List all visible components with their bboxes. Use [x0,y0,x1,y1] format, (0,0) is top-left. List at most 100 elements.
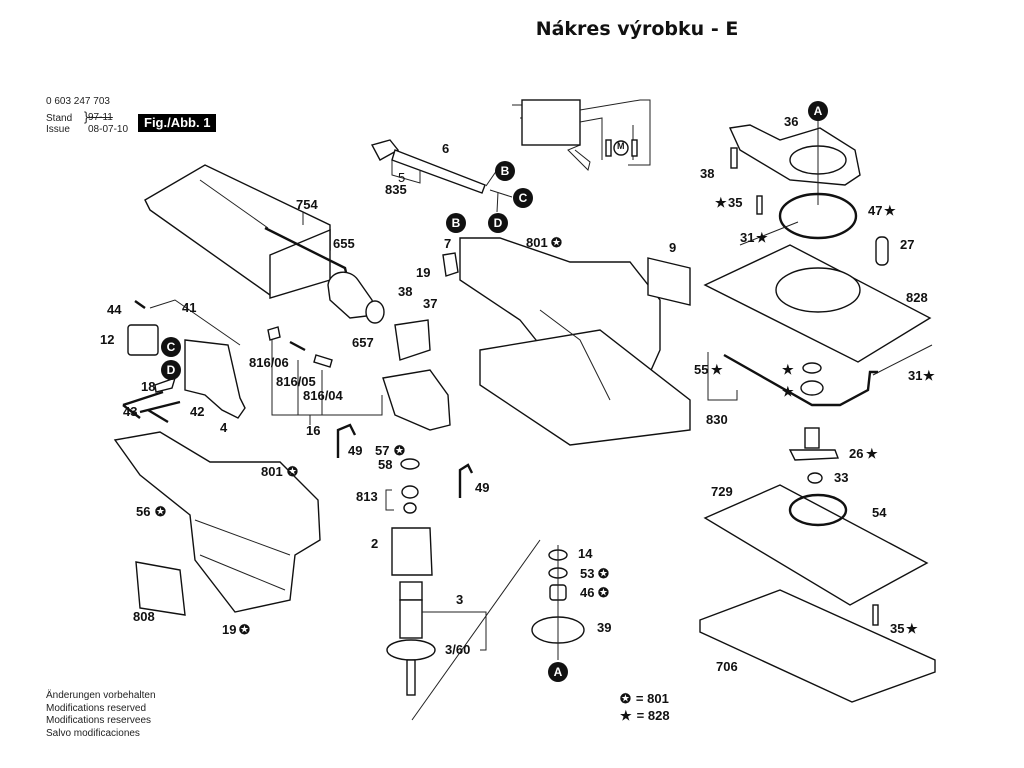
suppressor [394,319,431,361]
gear-stack [411,539,585,721]
label-816-05: 816/05 [276,374,316,389]
label-3-60: 3/60 [445,642,471,657]
callout-a-top: A [808,101,828,121]
note-de: Änderungen vorbehalten [46,690,156,701]
label-58: 58 [378,457,393,472]
callout-c-cable: C [513,188,533,208]
label-655: 655 [333,236,355,251]
label-16: 16 [306,423,321,438]
eccentric [788,427,839,484]
label-36: 36 [784,114,799,129]
star-icon: ★ [620,708,632,723]
label-4: 4 [220,420,228,435]
figure-badge: Fig./Abb. 1 [138,114,217,132]
wiring-schematic [512,99,651,171]
label-49-left: 49 [348,443,363,458]
label-729: 729 [711,484,733,499]
modification-notes: Änderungen vorbehalten Modifications res… [46,690,156,740]
label-35-bottom: 35 [890,621,905,636]
label-657: 657 [352,335,374,350]
washer [802,362,822,374]
screw-35a [756,195,763,215]
rear-housing [113,431,321,613]
callout-a-bottom: A [548,662,568,682]
circle-star-icon: ✪ [239,622,250,637]
circle-star-icon: ✪ [155,504,166,519]
seal-ring [778,192,858,240]
label-5: 5 [398,170,406,185]
bearing-star [800,380,824,396]
circle-star-icon: ✪ [394,443,405,458]
label-3: 3 [456,592,464,607]
label-55: 55 [694,362,709,377]
base-plate-828 [703,221,933,376]
brush-assembly [267,326,451,431]
callout-c-switch: C [161,337,181,357]
star-icon: ★ [906,621,918,636]
label-47: 47 [868,203,883,218]
power-cable [370,139,513,213]
label-26: 26 [849,446,864,461]
dust-bag [144,164,385,324]
star-icon: ★ [884,203,896,218]
spring-rod [723,353,878,407]
star-icon: ★ [756,230,768,245]
bearing-58 [400,458,420,470]
label-57: 57 [375,443,390,458]
clip-49a [336,423,357,458]
stand-label: Stand [46,113,73,124]
label-9: 9 [669,240,677,255]
label-53: 53 [580,566,595,581]
label-18: 18 [141,379,156,394]
bearing-813a [401,485,419,499]
stator [391,527,433,576]
star-icon: ★ [923,368,935,383]
page-title: Nákres výrobku - E [535,18,739,40]
label-14: 14 [578,546,593,561]
part-number: 0 603 247 703 [46,96,110,107]
label-42: 42 [190,404,205,419]
callout-b-cable: B [495,161,515,181]
note-es: Salvo modificaciones [46,727,140,739]
label-27: 27 [900,237,915,252]
label-31-bottom: 31 [908,368,923,383]
label-808: 808 [133,609,155,624]
label-56: 56 [136,504,151,519]
label-816-06: 816/06 [249,355,289,370]
note-fr: Modifications reservees [46,715,152,726]
label-41: 41 [182,300,197,315]
label-12: 12 [100,332,115,347]
star-icon: ★ [866,446,878,461]
label-49-right: 49 [475,480,490,495]
window [647,257,691,306]
circle-star-icon: ✪ [551,235,562,250]
circle-star-icon: ✪ [287,464,298,479]
label-813: 813 [356,489,378,504]
symbol-legend: ✪ = 801 ★ = 828 [620,690,670,724]
label-2: 2 [371,536,379,551]
label-7: 7 [444,236,452,251]
note-en: Modifications reserved [46,702,147,714]
callout-d-cable: D [488,213,508,233]
label-6: 6 [442,141,450,156]
label-46: 46 [580,585,595,600]
label-38-left: 38 [398,284,413,299]
fan-cover [728,110,861,205]
label-801-rear: 801 [261,464,283,479]
issue-value: 08-07-10 [88,124,129,135]
label-706: 706 [716,659,738,674]
legend-row-star: ★ = 828 [620,707,670,724]
clip-49b [458,463,474,498]
label-44: 44 [107,302,122,317]
motor-symbol-label: M [617,141,625,151]
label-43: 43 [123,404,138,419]
bearing-813b [403,502,417,514]
label-828: 828 [906,290,928,305]
label-830: 830 [706,412,728,427]
star-icon: ★ [782,362,794,377]
switch-assembly [122,299,246,424]
sanding-sheet-plate [699,589,936,703]
upper-housing [459,237,691,446]
label-33: 33 [834,470,849,485]
label-31-top: 31 [740,230,755,245]
